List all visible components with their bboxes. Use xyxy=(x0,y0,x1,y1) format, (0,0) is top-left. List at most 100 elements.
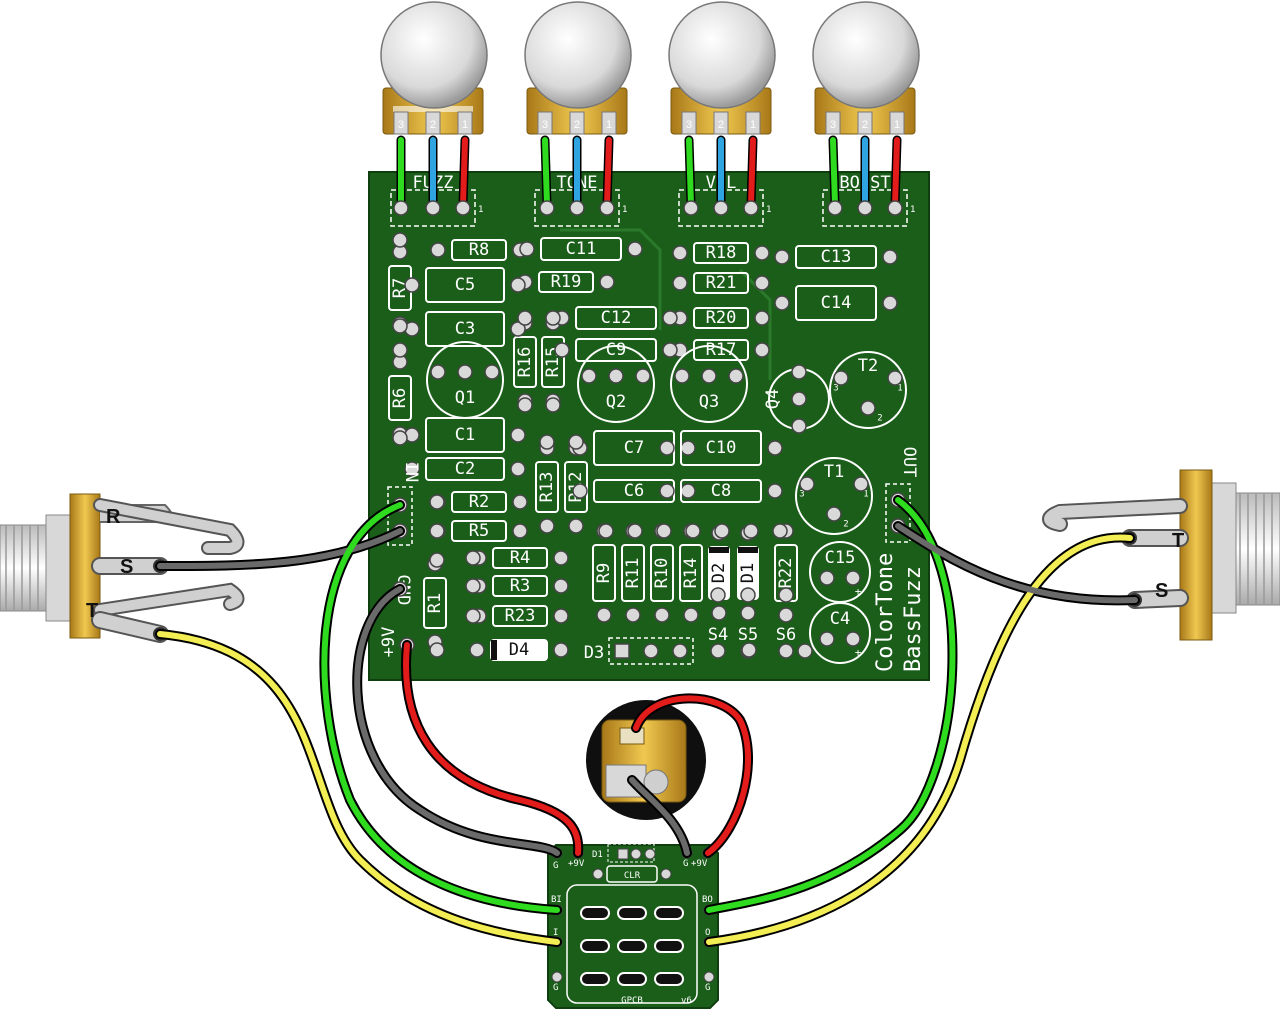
gpcb-right-g-bot: G xyxy=(705,983,710,993)
component-r14: R14 xyxy=(679,544,703,602)
potentiometer-fuzz[interactable]: 3 2 1 xyxy=(380,1,488,135)
component-c10: C10 xyxy=(680,430,762,466)
svg-text:R16: R16 xyxy=(515,347,535,378)
svg-text:R13: R13 xyxy=(537,472,557,503)
svg-text:C3: C3 xyxy=(455,319,475,339)
svg-text:Q3: Q3 xyxy=(699,392,719,412)
out-terminal-label: OUT xyxy=(899,447,919,478)
svg-text:C8: C8 xyxy=(711,481,731,501)
component-r1: R1 xyxy=(423,577,447,629)
boost-pot-pin3: 3 xyxy=(830,119,836,131)
svg-text:Q1: Q1 xyxy=(455,388,475,408)
svg-text:C2: C2 xyxy=(455,459,475,479)
svg-text:C7: C7 xyxy=(624,438,644,458)
svg-text:C9: C9 xyxy=(606,340,626,360)
svg-text:R5: R5 xyxy=(469,521,489,541)
svg-text:C11: C11 xyxy=(566,239,597,259)
svg-text:C12: C12 xyxy=(601,308,632,328)
svg-text:C15: C15 xyxy=(825,548,856,568)
brand-line-1: ColorTone xyxy=(873,553,898,672)
svg-text:R8: R8 xyxy=(469,240,489,260)
fuzz-pin1-mark: 1 xyxy=(478,205,483,215)
svg-text:R10: R10 xyxy=(652,558,672,589)
fuzz-pot-pin1: 1 xyxy=(462,119,468,131)
brand-line-2: BassFuzz xyxy=(901,566,926,672)
potentiometer-vol[interactable]: 3 2 1 xyxy=(668,1,776,135)
potentiometer-boost[interactable]: 3 2 1 xyxy=(812,1,920,135)
in-terminal-label: IN xyxy=(401,462,421,482)
gpcb-o-pin: O xyxy=(705,928,710,938)
boost-pin1-mark: 1 xyxy=(910,205,915,215)
component-d3: D3 xyxy=(584,637,694,665)
component-r23: R23 xyxy=(492,605,548,627)
svg-text:D4: D4 xyxy=(509,640,529,660)
vol-pin1-mark: 1 xyxy=(766,205,771,215)
svg-text:C10: C10 xyxy=(706,438,737,458)
gpcb-bo-pin: BO xyxy=(702,895,713,905)
svg-text:S5: S5 xyxy=(738,625,758,645)
output-jack[interactable]: T S xyxy=(1042,469,1280,641)
gpcb-bi-pin: BI xyxy=(551,895,562,905)
svg-text:+: + xyxy=(855,585,862,598)
component-d2: D2 xyxy=(708,546,730,600)
svg-text:D1: D1 xyxy=(738,563,758,583)
svg-text:1: 1 xyxy=(897,384,902,394)
component-r10: R10 xyxy=(650,544,674,602)
component-c9: C9 xyxy=(575,338,657,362)
component-r8: R8 xyxy=(451,239,507,261)
potentiometer-tone[interactable]: 3 2 1 xyxy=(524,1,632,135)
svg-text:S6: S6 xyxy=(776,625,796,645)
svg-text:R23: R23 xyxy=(505,606,536,626)
svg-text:T2: T2 xyxy=(858,356,878,376)
tone-pin1-mark: 1 xyxy=(622,205,627,215)
boost-pot-pin1: 1 xyxy=(894,119,900,131)
svg-text:R22: R22 xyxy=(776,558,796,589)
tone-pot-pin1: 1 xyxy=(606,119,612,131)
gpcb-left-g-top: G xyxy=(553,861,558,871)
svg-text:R21: R21 xyxy=(706,273,737,293)
svg-text:R1: R1 xyxy=(425,593,445,613)
svg-text:R3: R3 xyxy=(510,576,530,596)
component-c12: C12 xyxy=(575,306,657,330)
dc-power-jack[interactable] xyxy=(586,700,706,820)
component-c4: C4+ xyxy=(809,602,871,664)
input-jack-ring-label: R xyxy=(106,506,121,528)
input-jack[interactable]: R S T xyxy=(0,493,245,643)
gpcb-left-g-bot: G xyxy=(553,983,558,993)
svg-text:R6: R6 xyxy=(390,388,410,408)
gpcb-right-9v: +9V xyxy=(691,859,708,869)
svg-text:R2: R2 xyxy=(469,492,489,512)
svg-text:R20: R20 xyxy=(706,308,737,328)
svg-text:1: 1 xyxy=(863,490,868,500)
gpcb-left-9v: +9V xyxy=(568,859,585,869)
gpcb-version: v6 xyxy=(681,996,692,1006)
tone-pot-pin3: 3 xyxy=(542,119,548,131)
component-r2: R2 xyxy=(451,491,507,513)
gpcb-i-pin: I xyxy=(553,928,558,938)
gpcb-name: GPCB xyxy=(621,996,643,1006)
output-jack-sleeve-label: S xyxy=(1155,580,1168,602)
svg-text:D2: D2 xyxy=(709,563,729,583)
vol-pot-pin3: 3 xyxy=(686,119,692,131)
svg-text:C4: C4 xyxy=(830,609,850,629)
component-r16: R16 xyxy=(513,336,537,388)
gpcb-right-g-top: G xyxy=(683,859,688,869)
svg-text:3: 3 xyxy=(799,490,804,500)
fuzz-pot-pin2: 2 xyxy=(430,119,436,131)
component-c2: C2 xyxy=(425,457,505,481)
component-c13: C13 xyxy=(795,245,877,269)
component-r5: R5 xyxy=(451,520,507,542)
svg-text:C6: C6 xyxy=(624,481,644,501)
output-jack-tip-label: T xyxy=(1172,530,1184,552)
tone-pot-pin2: 2 xyxy=(574,119,580,131)
boost-pot-pin2: 2 xyxy=(862,119,868,131)
svg-text:C5: C5 xyxy=(455,275,475,295)
svg-text:S4: S4 xyxy=(708,625,728,645)
main-pcb xyxy=(368,171,930,681)
pcb-components: R8R19R18R21R20R17R7R6R16R15R2R5R13R12R4R… xyxy=(388,200,907,665)
component-c3: C3 xyxy=(425,311,505,347)
hookup-wires xyxy=(155,495,1140,947)
svg-text:R9: R9 xyxy=(594,563,614,583)
svg-text:C1: C1 xyxy=(455,425,475,445)
